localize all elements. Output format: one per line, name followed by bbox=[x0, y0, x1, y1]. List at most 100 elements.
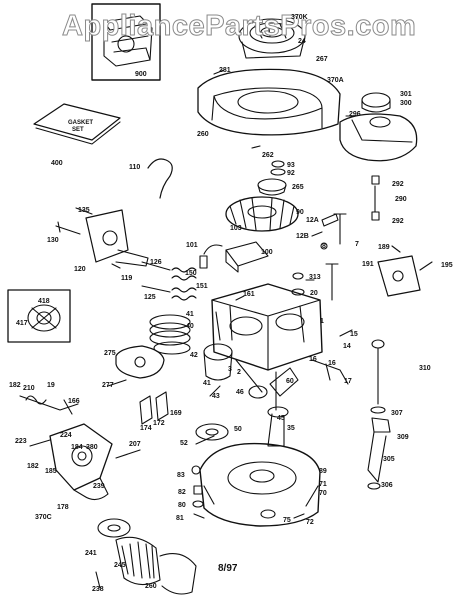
governor-link bbox=[311, 359, 349, 385]
part-label-p71: 71 bbox=[319, 481, 327, 488]
cam-gear bbox=[195, 423, 229, 445]
part-label-p15: 15 bbox=[350, 331, 358, 338]
part-label-p41: 41 bbox=[186, 311, 194, 318]
part-label-p24: 24 bbox=[298, 38, 306, 45]
part-label-p35: 35 bbox=[287, 425, 295, 432]
part-label-p40: 40 bbox=[186, 323, 194, 330]
part-label-p195: 195 bbox=[441, 262, 453, 269]
governor-bracket bbox=[377, 245, 433, 297]
part-label-p7: 7 bbox=[355, 241, 359, 248]
part-label-p900: 900 bbox=[135, 71, 147, 78]
part-label-p310: 310 bbox=[419, 365, 431, 372]
fuel-line bbox=[371, 175, 380, 221]
part-label-p262: 262 bbox=[262, 152, 274, 159]
part-label-p189: 189 bbox=[378, 244, 390, 251]
part-label-p265: 265 bbox=[292, 184, 304, 191]
part-label-p89: 89 bbox=[319, 468, 327, 475]
part-label-p3: 3 bbox=[228, 366, 232, 373]
flywheel-nut bbox=[270, 160, 286, 176]
piston-rings bbox=[149, 314, 191, 355]
part-label-p307: 307 bbox=[391, 410, 403, 417]
part-label-p207: 207 bbox=[129, 441, 141, 448]
part-label-p306: 306 bbox=[381, 482, 393, 489]
part-label-p20: 20 bbox=[310, 290, 318, 297]
part-label-p75: 75 bbox=[283, 517, 291, 524]
part-label-p370k: 370K bbox=[291, 14, 308, 21]
part-label-p12a: 12A bbox=[306, 217, 319, 224]
part-label-p101: 101 bbox=[186, 242, 198, 249]
part-label-p290: 290 bbox=[395, 196, 407, 203]
part-label-p370a: 370A bbox=[327, 77, 344, 84]
part-label-p185: 185 bbox=[45, 468, 57, 475]
part-label-p8: 8 bbox=[322, 243, 326, 250]
valve-springs bbox=[141, 261, 197, 301]
part-label-p16: 16 bbox=[309, 356, 317, 363]
part-label-p313: 313 bbox=[309, 274, 321, 281]
part-label-p169: 169 bbox=[170, 410, 182, 417]
part-label-p60: 60 bbox=[286, 378, 294, 385]
part-label-p110: 110 bbox=[129, 164, 141, 171]
part-label-p223: 223 bbox=[15, 438, 27, 445]
piston bbox=[203, 343, 268, 399]
part-label-p42: 42 bbox=[190, 352, 198, 359]
part-label-p418: 418 bbox=[38, 298, 50, 305]
oil-seal bbox=[260, 509, 276, 519]
part-label-p119: 119 bbox=[121, 275, 133, 282]
part-label-p12b: 12B bbox=[296, 233, 309, 240]
part-label-p301: 301 bbox=[400, 91, 412, 98]
part-label-p1: 1 bbox=[320, 318, 324, 325]
bolt bbox=[333, 213, 347, 245]
part-label-p370c: 370C bbox=[35, 514, 52, 521]
part-label-p166: 166 bbox=[68, 398, 80, 405]
part-label-p150: 150 bbox=[185, 270, 197, 277]
crankshaft bbox=[267, 367, 299, 447]
part-label-p178: 178 bbox=[57, 504, 69, 511]
rewind-starter bbox=[238, 18, 306, 59]
part-label-p81: 81 bbox=[176, 515, 184, 522]
part-label-p300: 300 bbox=[400, 100, 412, 107]
engine-assembly-inset bbox=[91, 3, 161, 81]
date-code: 8/97 bbox=[218, 563, 238, 574]
part-label-p151: 151 bbox=[196, 283, 208, 290]
part-label-p103: 103 bbox=[230, 225, 242, 232]
part-label-p184: 184 bbox=[71, 444, 83, 451]
part-label-p260: 260 bbox=[197, 131, 209, 138]
oil-fill-cap bbox=[291, 272, 305, 296]
part-label-p305: 305 bbox=[383, 456, 395, 463]
fuel-tank bbox=[339, 113, 418, 162]
throttle-linkage bbox=[19, 395, 79, 415]
ignition-wire bbox=[147, 158, 173, 199]
breather-assembly bbox=[55, 207, 149, 267]
ignition-module bbox=[199, 241, 269, 273]
part-label-p292b: 292 bbox=[392, 218, 404, 225]
part-label-p14: 14 bbox=[343, 343, 351, 350]
part-label-p239: 239 bbox=[93, 483, 105, 490]
part-label-p296: 296 bbox=[349, 111, 361, 118]
part-label-p267: 267 bbox=[316, 56, 328, 63]
flywheel bbox=[225, 196, 299, 232]
part-label-p238: 238 bbox=[92, 586, 104, 593]
part-label-p135: 135 bbox=[78, 207, 90, 214]
gasket-set bbox=[33, 103, 121, 145]
part-label-p126: 126 bbox=[150, 259, 162, 266]
part-label-p400: 400 bbox=[51, 160, 63, 167]
part-label-p380: 380 bbox=[86, 444, 98, 451]
part-label-p83: 83 bbox=[177, 472, 185, 479]
washer bbox=[320, 242, 328, 250]
cylinder-block bbox=[211, 283, 323, 371]
part-label-p277: 277 bbox=[102, 382, 114, 389]
part-label-p82: 82 bbox=[178, 489, 186, 496]
part-label-p93: 93 bbox=[287, 162, 295, 169]
part-label-p245: 245 bbox=[114, 562, 126, 569]
part-label-p45: 45 bbox=[277, 415, 285, 422]
part-label-p90: 90 bbox=[296, 209, 304, 216]
part-label-p43: 43 bbox=[212, 393, 220, 400]
part-label-p100: 100 bbox=[261, 249, 273, 256]
part-label-p174: 174 bbox=[140, 425, 152, 432]
part-label-p17: 17 bbox=[344, 378, 352, 385]
part-label-p161: 161 bbox=[243, 291, 255, 298]
part-label-p172: 172 bbox=[153, 420, 165, 427]
part-label-p182a: 182 bbox=[9, 382, 21, 389]
gasket-set-text-2: SET bbox=[72, 127, 84, 133]
